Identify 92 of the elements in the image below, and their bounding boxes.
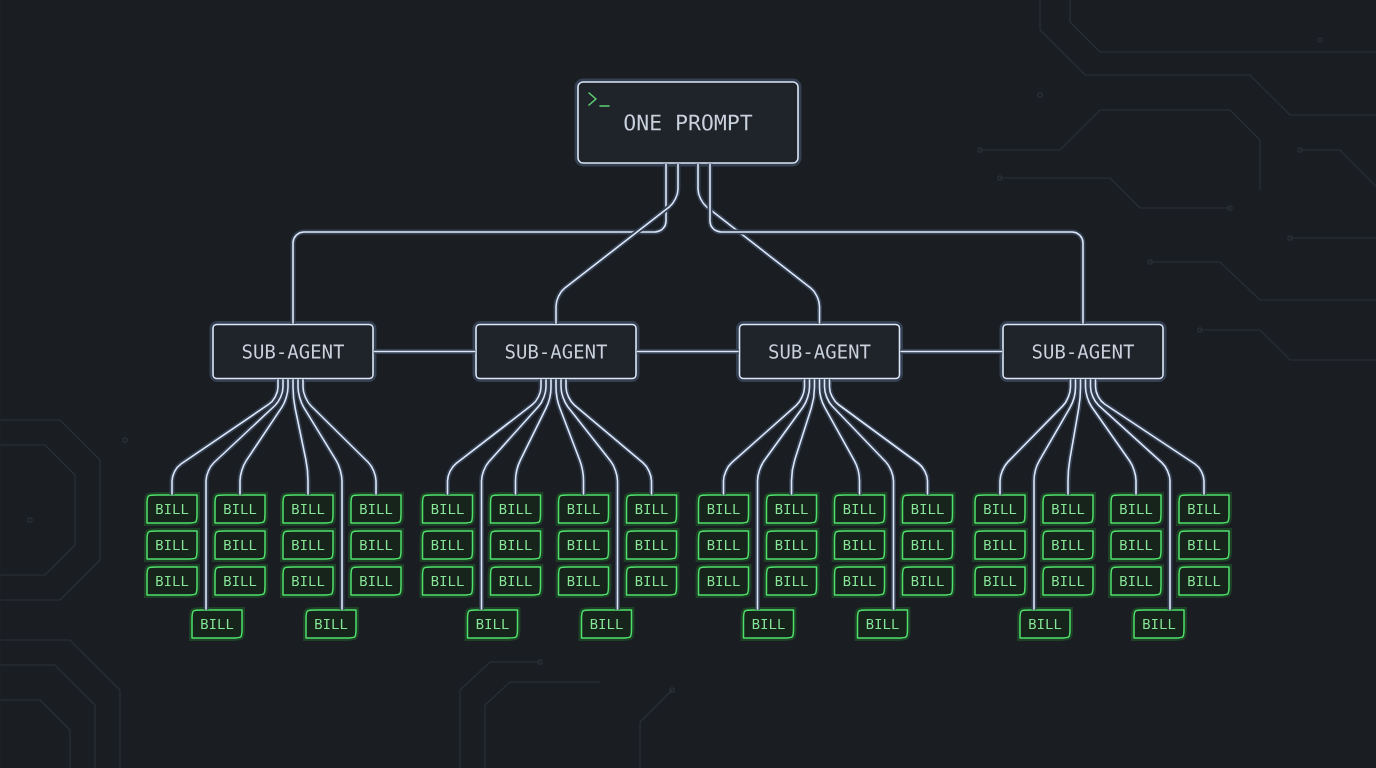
tag-box: BILL [831,564,888,598]
tag-box: BILL [212,564,268,598]
connector-line [553,163,681,325]
connector-line [290,163,669,325]
connector-line [290,378,311,496]
connector-line [553,378,586,496]
tag-box: BILL [348,492,404,526]
connector-line [789,378,817,496]
connector-line [997,378,1073,496]
tag-box: BILL [419,492,476,526]
tag-box: BILL [280,564,336,598]
connector-line [721,378,807,496]
connector-line [203,378,286,611]
tag-box: BILL [348,528,404,562]
tag-box: BILL [1131,607,1187,641]
tag-box: BILL [695,564,752,598]
tag-box: BILL [1176,528,1232,562]
tag-box: BILL [763,528,820,562]
connector-line [169,378,281,496]
tag-box: BILL [487,492,544,526]
tag-box: BILL [487,564,544,598]
tag-box: BILL [144,492,200,526]
tag-box: BILL [695,528,752,562]
tag-box: BILL [1108,492,1164,526]
tag-box: BILL [189,607,245,641]
connector-line [445,378,544,496]
connector-line [295,378,345,611]
connector-line [1088,378,1173,611]
tag-box: BILL [464,607,521,641]
process-box: SUB-AGENT [209,321,377,382]
tag-box: BILL [899,492,956,526]
tag-box: BILL [972,492,1028,526]
connector-line [300,378,379,496]
tag-box: BILL [1108,528,1164,562]
connector-line [636,349,740,354]
tag-box: BILL [972,564,1028,598]
connector-line [513,378,554,496]
connector-line [827,378,930,496]
tag-box: BILL [763,564,820,598]
tag-box: BILL [623,528,680,562]
tag-box: BILL [1108,564,1164,598]
tag-box: BILL [763,492,820,526]
tag-box: BILL [972,528,1028,562]
tag-box: BILL [212,492,268,526]
tag-box: BILL [212,528,268,562]
connector-line [1083,378,1139,496]
tag-box: BILL [1040,492,1096,526]
tag-box: BILL [1176,564,1232,598]
tag-box: BILL [555,564,612,598]
tag-box: BILL [487,528,544,562]
tag-box: BILL [1040,564,1096,598]
tag-box: BILL [1176,492,1232,526]
tag-box: BILL [1040,528,1096,562]
connector-line [707,163,1086,325]
tag-box: BILL [144,564,200,598]
tag-box: BILL [623,564,680,598]
tag-box: BILL [280,492,336,526]
tag-box: BILL [303,607,359,641]
connector-line [563,378,654,496]
connector-line [558,378,620,611]
connector-line [373,349,476,354]
connector-line [1065,378,1083,496]
tag-box: BILL [623,492,680,526]
tag-box: BILL [555,492,612,526]
tag-box: BILL [555,528,612,562]
tag-box: BILL [740,607,797,641]
connector-line [237,378,291,496]
connector-line [899,349,1003,354]
tag-box: BILL [899,528,956,562]
connector-line [1031,378,1078,611]
tag-box: BILL [419,564,476,598]
tag-box: BILL [280,528,336,562]
tag-box: BILL [695,492,752,526]
tag-box: BILL [144,528,200,562]
tag-box: BILL [419,528,476,562]
process-box: SUB-AGENT [472,321,640,382]
connector-line [822,378,896,611]
process-box: SUB-AGENT [736,321,903,382]
connector-line [755,378,812,611]
tag-box: BILL [348,564,404,598]
tag-box: BILL [854,607,911,641]
prompt-box: ONE PROMPT [574,78,802,167]
tag-box: BILL [831,528,888,562]
tag-box: BILL [578,607,635,641]
connector-line [817,378,862,496]
connector-line [479,378,549,611]
tag-box: BILL [831,492,888,526]
tag-box: BILL [899,564,956,598]
process-box: SUB-AGENT [999,321,1167,382]
connector-line [1093,378,1207,496]
tag-box: BILL [1017,607,1073,641]
connector-line [695,163,822,325]
